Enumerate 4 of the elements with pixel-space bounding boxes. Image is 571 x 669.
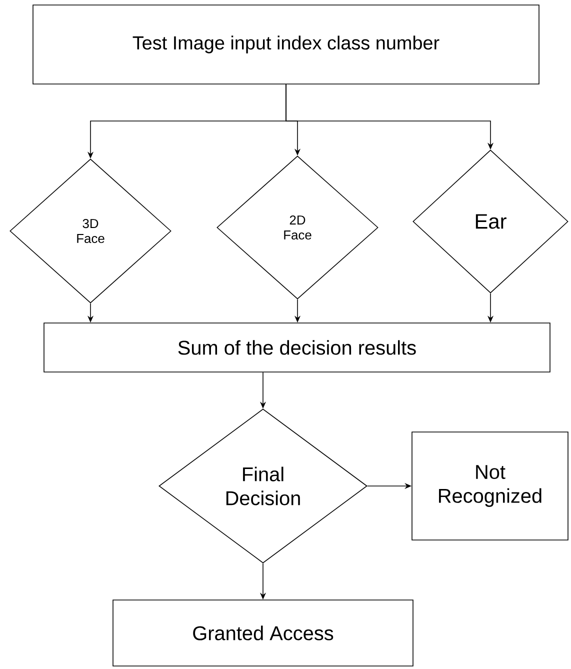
process-box: Granted Access: [112, 600, 414, 666]
process-box: Not Recognized: [412, 432, 568, 540]
process-box: Sum of the decision results: [44, 322, 550, 372]
process-box: Test Image input index class number: [32, 4, 540, 84]
